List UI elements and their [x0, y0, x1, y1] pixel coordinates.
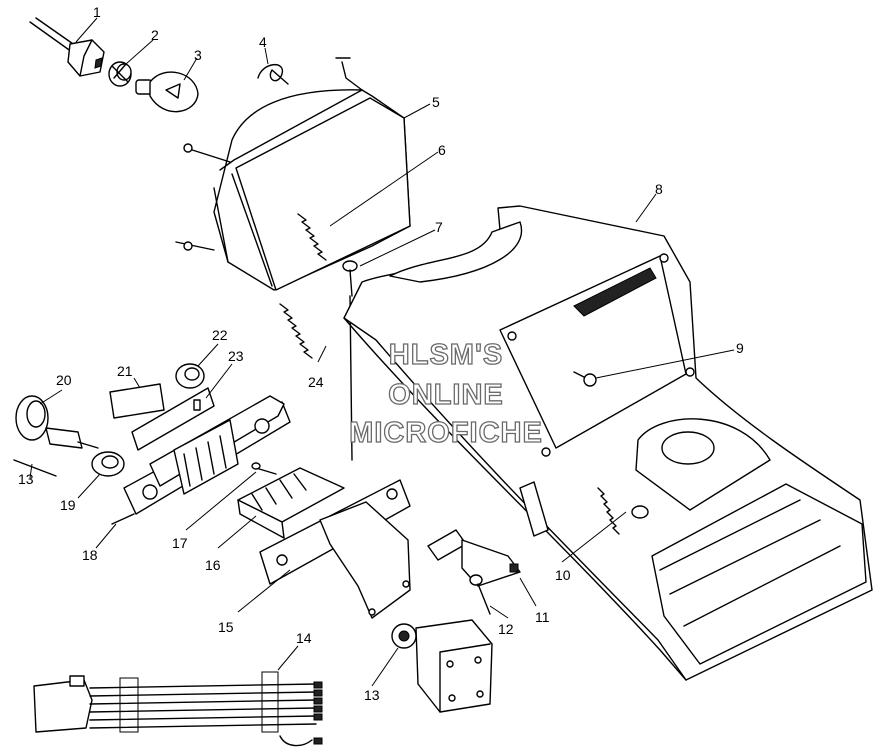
leader-lines [29, 17, 735, 687]
callout-4: 4 [259, 34, 267, 50]
callout-1: 1 [93, 4, 101, 20]
part-18-switch-panel [111, 395, 291, 525]
callout-10: 10 [555, 567, 571, 583]
part-14-wire-harness [33, 671, 323, 747]
callout-22: 22 [212, 327, 228, 343]
callout-7: 7 [435, 219, 443, 235]
part-21-decal [109, 383, 165, 419]
callout-18: 18 [82, 547, 98, 563]
watermark-line-2: ONLINE [388, 379, 504, 411]
part-20-ignition-key [13, 395, 99, 477]
callout-11: 11 [535, 609, 550, 625]
callout-23: 23 [228, 348, 244, 364]
callout-3: 3 [194, 47, 202, 63]
part-5-headlight-housing [175, 57, 411, 291]
callout-6: 6 [438, 142, 446, 158]
part-7-screw [342, 260, 358, 461]
callout-24: 24 [308, 374, 324, 390]
part-3-headlight-bulb [135, 71, 199, 113]
part-2-bulb-socket [108, 61, 132, 87]
callout-numbers: 1 2 3 4 5 6 7 8 9 10 11 12 13 13 14 15 1… [18, 4, 744, 703]
callout-2: 2 [151, 27, 159, 43]
callout-21: 21 [117, 363, 133, 379]
part-12-screw [469, 574, 491, 615]
part-15-mounting-bracket [259, 479, 411, 619]
part-13-ignition-switch [391, 619, 493, 713]
part-8-dash-panel [343, 205, 873, 681]
callout-13-lower: 13 [364, 687, 380, 703]
callout-9: 9 [736, 340, 744, 356]
part-9-screw [573, 371, 597, 387]
part-1-wire-connector [29, 17, 105, 77]
callout-8: 8 [655, 181, 663, 197]
watermark: HLSM'S ONLINE MICROFICHE [349, 338, 543, 449]
callout-16: 16 [205, 557, 221, 573]
part-19-grommet [91, 451, 125, 477]
part-10-bolt [597, 487, 649, 535]
callout-20: 20 [56, 372, 72, 388]
part-22-ring [175, 363, 205, 389]
callout-19: 19 [60, 497, 76, 513]
callout-13-upper: 13 [18, 471, 34, 487]
part-4-spring-clip [257, 64, 289, 85]
callout-14: 14 [296, 630, 312, 646]
callout-15: 15 [218, 619, 234, 635]
part-6-adjuster-spring [297, 213, 327, 261]
part-23-cover-strip [131, 387, 215, 451]
part-17-pin [251, 462, 277, 475]
callout-5: 5 [432, 94, 440, 110]
watermark-line-3: MICROFICHE [349, 417, 543, 449]
watermark-line-1: HLSM'S [389, 339, 503, 371]
part-16-switch-block [237, 467, 345, 539]
callout-12: 12 [498, 621, 514, 637]
part-24-adjuster-spring [279, 303, 313, 359]
callout-17: 17 [172, 535, 188, 551]
